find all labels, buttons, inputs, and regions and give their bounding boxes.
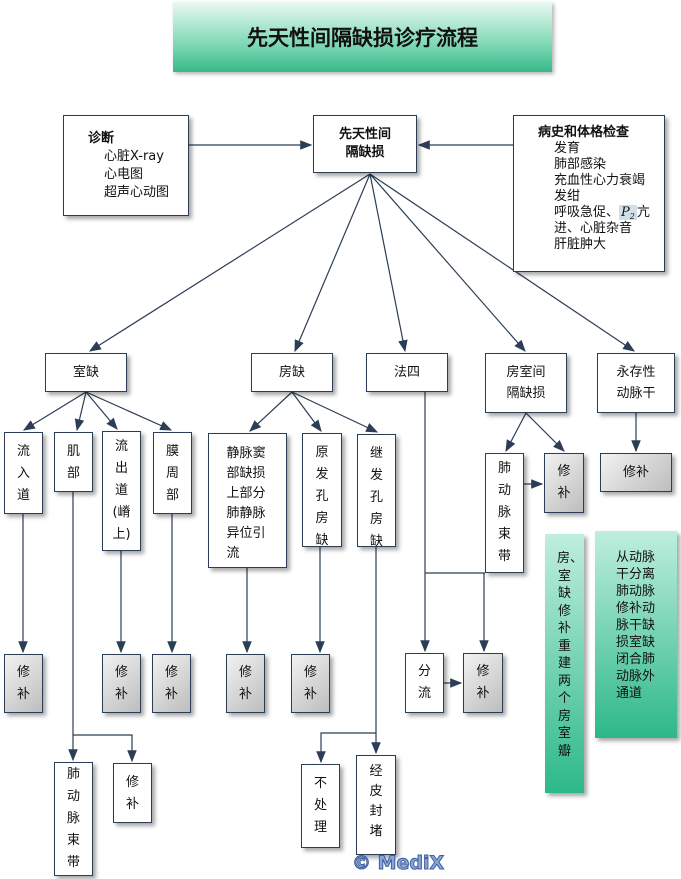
history-heading: 病史和体格检查 <box>538 125 630 140</box>
node-label: 修补 <box>16 664 30 702</box>
node-label: 修补 <box>303 664 317 702</box>
node-inlet: 流入道 <box>4 432 43 514</box>
node-label: 法四 <box>393 364 420 380</box>
node-label: 修补 <box>622 464 649 480</box>
node-repair-avsd: 修补 <box>544 453 584 513</box>
node-label: 经皮封堵 <box>369 764 383 839</box>
node-label: 修补 <box>476 664 490 701</box>
history-text: 呼吸急促、 <box>554 205 620 220</box>
center-node: 先天性间隔缺损 <box>313 115 417 173</box>
history-text: 亢 <box>636 205 650 220</box>
node-label: 修补 <box>125 775 139 812</box>
diagnosis-item: 心脏X-ray <box>104 149 164 164</box>
node-tof: 法四 <box>366 353 448 392</box>
history-item: 进、心脏杂音 <box>554 221 633 236</box>
node-sinus-venosus: 静脉窦部缺损上部分肺静脉异位引流 <box>208 433 287 568</box>
node-label: 室缺 <box>72 364 99 380</box>
repair-primum: 修补 <box>291 654 330 713</box>
diagnosis-box: 诊断 心脏X-ray 心电图 超声心动图 <box>63 115 189 216</box>
node-label: 肌部 <box>66 444 80 481</box>
diagnosis-heading: 诊断 <box>88 131 115 146</box>
node-label: 膜周部 <box>165 444 179 503</box>
node-avsd: 房室间隔缺损 <box>485 353 567 413</box>
node-label: 修补 <box>164 664 178 702</box>
node-label: 永存性动脉干 <box>616 365 656 401</box>
node-repair-truncus: 修补 <box>600 453 672 492</box>
node-shunt: 分流 <box>405 653 444 713</box>
note-truncus: 从动脉干分离肺动脉修补动脉干缺损室缺闭合肺动脉外通道 <box>595 531 677 738</box>
history-item: 肝脏肿大 <box>554 237 607 252</box>
node-label: 房室间隔缺损 <box>506 365 546 401</box>
history-item: 充血性心力衰竭 <box>554 173 646 188</box>
node-label: 流出道(嵴上) <box>112 439 131 542</box>
node-label: 流入道 <box>16 444 30 503</box>
node-label: 房缺 <box>278 364 305 380</box>
node-perimembranous: 膜周部 <box>153 432 192 514</box>
note-text: 从动脉干分离肺动脉修补动脉干缺损室缺闭合肺动脉外通道 <box>616 550 656 701</box>
history-item: 肺部感染 <box>554 157 607 172</box>
node-label: 静脉窦部缺损上部分肺静脉异位引流 <box>226 446 266 561</box>
node-label: 继发孔房缺 <box>369 446 383 549</box>
node-asd: 房缺 <box>251 353 333 392</box>
node-secundum: 继发孔房缺 <box>357 434 396 549</box>
repair-sinus-venosus: 修补 <box>226 654 265 713</box>
p2-symbol: P2 <box>619 205 637 221</box>
repair-muscular: 修补 <box>113 763 152 823</box>
node-label: 分流 <box>417 664 431 701</box>
repair-inlet: 修补 <box>4 654 43 713</box>
node-label: 修补 <box>114 664 128 702</box>
node-label: 肺动脉束带 <box>66 767 80 870</box>
node-label: 肺动脉束带 <box>497 461 511 564</box>
node-primum: 原发孔房缺 <box>302 433 342 548</box>
diagnosis-item: 超声心动图 <box>104 185 170 200</box>
history-item: 发绀 <box>554 189 581 204</box>
node-truncus: 永存性动脉干 <box>597 353 675 413</box>
node-vsd: 室缺 <box>45 353 127 392</box>
note-avsd: 房、室缺修补重建两个房室瓣 <box>545 534 584 793</box>
history-item: 发育 <box>554 141 581 156</box>
node-label: 修补 <box>238 664 252 702</box>
diagnosis-item: 心电图 <box>104 167 144 182</box>
node-outlet: 流出道(嵴上) <box>102 431 141 551</box>
node-label: 修补 <box>557 464 571 501</box>
center-label: 先天性间隔缺损 <box>338 127 391 160</box>
node-muscular: 肌部 <box>54 432 93 492</box>
node-label: 原发孔房缺 <box>315 445 329 548</box>
repair-perimembranous: 修补 <box>152 654 191 713</box>
repair-tof: 修补 <box>463 653 503 713</box>
node-no-treatment: 不处理 <box>301 764 340 848</box>
node-percutaneous: 经皮封堵 <box>356 755 396 855</box>
node-label: 不处理 <box>313 776 327 835</box>
note-text: 房、室缺修补重建两个房室瓣 <box>557 551 584 759</box>
watermark-logo: © MediX <box>351 852 445 875</box>
node-pa-band-avsd: 肺动脉束带 <box>485 453 524 573</box>
repair-outlet: 修补 <box>102 654 141 713</box>
page-title: 先天性间隔缺损诊疗流程 <box>173 2 552 72</box>
node-pa-band-muscular: 肺动脉束带 <box>54 762 93 876</box>
